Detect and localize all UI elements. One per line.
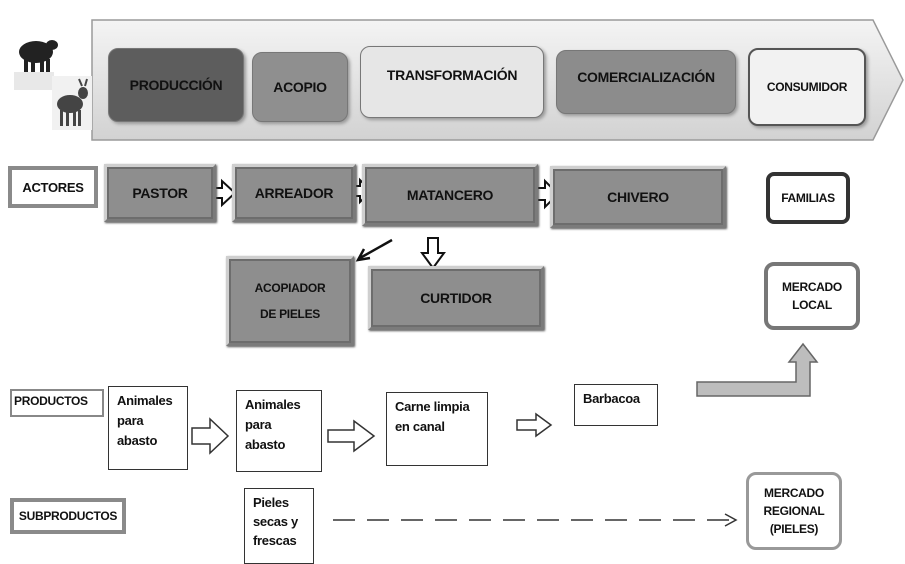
arrow-product-3-4 xyxy=(516,412,553,438)
consumer-mercado-regional: MERCADO REGIONAL (PIELES) xyxy=(746,472,842,550)
dashed-arrow-to-mercado-regional xyxy=(333,513,738,527)
row-label-actores-text: ACTORES xyxy=(22,179,84,195)
product-3-line1: Carne limpia xyxy=(395,399,470,414)
actor-chivero-label: CHIVERO xyxy=(607,189,669,205)
arrow-product-1-2 xyxy=(191,417,230,455)
actor-matancero: MATANCERO xyxy=(362,164,538,226)
arrow-matancero-acopiador xyxy=(355,238,393,262)
sheep-icon xyxy=(12,26,62,76)
arrow-product-2-3 xyxy=(327,419,376,453)
actor-arreador: ARREADOR xyxy=(232,164,356,222)
actor-acopiador-de-pieles: ACOPIADOR DE PIELES xyxy=(226,256,354,346)
stage-produccion-label: PRODUCCIÓN xyxy=(129,77,223,93)
mercado-local-line1: MERCADO xyxy=(782,280,842,294)
row-label-productos-text: PRODUCTOS xyxy=(14,394,88,408)
arrow-matancero-curtidor xyxy=(420,237,446,270)
actor-acopiador-line2: DE PIELES xyxy=(260,307,320,321)
consumer-familias: FAMILIAS xyxy=(766,172,850,224)
actor-curtidor: CURTIDOR xyxy=(368,266,544,330)
product-1-line3: abasto xyxy=(117,433,158,448)
actor-arreador-label: ARREADOR xyxy=(254,185,334,201)
product-carne-limpia-en-canal: Carne limpia en canal xyxy=(386,392,488,466)
product-3-line2: en canal xyxy=(395,419,445,434)
stage-produccion: PRODUCCIÓN xyxy=(108,48,244,122)
product-1-line1: Animales xyxy=(117,393,173,408)
sheep-photo-caption-bg xyxy=(14,72,54,90)
subproduct-line1: Pieles xyxy=(253,495,289,510)
mercado-regional-line2: REGIONAL xyxy=(763,504,825,518)
stage-transformacion: TRANSFORMACIÓN xyxy=(360,46,544,118)
subproduct-line3: frescas xyxy=(253,533,297,548)
actor-pastor-label: PASTOR xyxy=(132,185,188,201)
actor-acopiador-line1: ACOPIADOR xyxy=(254,281,326,295)
subproduct-pieles: Pieles secas y frescas xyxy=(244,488,314,564)
stage-acopio: ACOPIO xyxy=(252,52,348,122)
row-label-subproductos: SUBPRODUCTOS xyxy=(10,498,126,534)
product-2-line3: abasto xyxy=(245,437,286,452)
consumer-familias-label: FAMILIAS xyxy=(781,191,835,205)
row-label-subproductos-text: SUBPRODUCTOS xyxy=(18,509,118,523)
product-animales-para-abasto-2: Animales para abasto xyxy=(236,390,322,472)
product-barbacoa: Barbacoa xyxy=(574,384,658,426)
row-label-actores: ACTORES xyxy=(8,166,98,208)
stage-acopio-label: ACOPIO xyxy=(273,79,327,95)
actor-pastor: PASTOR xyxy=(104,164,216,222)
actor-chivero: CHIVERO xyxy=(550,166,726,228)
stage-comercializacion: COMERCIALIZACIÓN xyxy=(556,50,736,114)
product-1-line2: para xyxy=(117,413,144,428)
actor-curtidor-label: CURTIDOR xyxy=(420,290,492,306)
row-label-productos: PRODUCTOS xyxy=(10,389,104,417)
mercado-regional-line1: MERCADO xyxy=(764,486,824,500)
stage-consumidor-label: CONSUMIDOR xyxy=(766,80,848,94)
mercado-regional-line3: (PIELES) xyxy=(769,522,819,536)
product-2-line1: Animales xyxy=(245,397,301,412)
subproduct-line2: secas y xyxy=(253,514,298,529)
product-animales-para-abasto-1: Animales para abasto xyxy=(108,386,188,470)
mercado-local-line2: LOCAL xyxy=(792,298,832,312)
arrow-to-mercado-local xyxy=(696,342,819,397)
consumer-mercado-local: MERCADO LOCAL xyxy=(764,262,860,330)
actor-matancero-label: MATANCERO xyxy=(406,187,494,203)
product-2-line2: para xyxy=(245,417,272,432)
goat-icon xyxy=(52,76,92,130)
stage-comercializacion-label: COMERCIALIZACIÓN xyxy=(577,69,715,85)
stage-consumidor: CONSUMIDOR xyxy=(748,48,866,126)
product-barbacoa-label: Barbacoa xyxy=(583,391,640,406)
stage-transformacion-label: TRANSFORMACIÓN xyxy=(386,67,518,83)
